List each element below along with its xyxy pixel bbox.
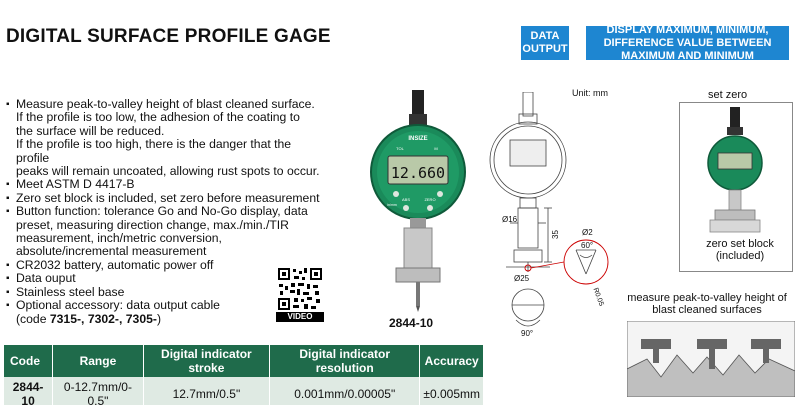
accessory-codes: 7315-, 7302-, 7305- (49, 311, 157, 326)
header-stroke: Digital indicator stroke (143, 345, 271, 377)
feature-item: Meet ASTM D 4417-B (6, 177, 326, 193)
base-diameter-dim: Ø25 (514, 274, 530, 283)
technical-drawing: Ø16 35 Ø25 Ø2 60° R0.05 90° (489, 92, 609, 338)
abs-button-label: ABS (402, 197, 410, 202)
set-zero-title: set zero (708, 89, 748, 101)
feature-item: Data ouput (6, 271, 326, 286)
feature-line: the surface will be reduced. (16, 123, 165, 138)
brand-logo: INSIZE (408, 136, 427, 142)
display-reading: 12.660 (391, 164, 445, 182)
feature-line: If the profile is too high, there is the… (16, 137, 292, 165)
header-code: Code (4, 345, 54, 377)
feature-line: peaks will remain uncoated, allowing rus… (16, 164, 320, 179)
feature-line: preset, measuring direction change, max.… (16, 217, 289, 232)
tip-angle-dim: 60° (581, 241, 593, 250)
feature-line: If the profile is too low, the adhesion … (16, 110, 300, 125)
feature-line: CR2032 battery, automatic power off (16, 257, 214, 272)
model-label: 2844-10 (389, 316, 434, 330)
product-photo: INSIZE TOL M 12.660 ABS ZERO in/mm (370, 90, 466, 312)
feature-line: Measure peak-to-valley height of blast c… (16, 97, 315, 111)
measure-caption: measure peak-to-valley height of blast c… (627, 292, 787, 316)
feature-line: Button function: tolerance Go and No-Go … (16, 204, 308, 219)
cell-stroke: 12.7mm/0.5" (143, 377, 271, 405)
cell-range: 0-12.7mm/0-0.5" (52, 377, 144, 405)
page-title: DIGITAL SURFACE PROFILE GAGE (6, 26, 331, 47)
cell-code: 2844-10 (4, 377, 54, 405)
feature-list: Measure peak-to-valley height of blast c… (6, 97, 326, 326)
accessory-codes-line: (code 7315-, 7302-, 7305-) (16, 311, 326, 326)
accessory-codes-suffix: ) (156, 311, 161, 326)
measure-diagram (627, 321, 795, 397)
shaft-diameter-dim: Ø16 (502, 215, 518, 224)
feature-item: Button function: tolerance Go and No-Go … (6, 204, 326, 259)
feature-line: Zero set block is included, set zero bef… (16, 190, 320, 205)
feature-item: Zero set block is included, set zero bef… (6, 190, 326, 206)
feature-item: Measure peak-to-valley height of blast c… (6, 97, 326, 179)
qr-code-icon (276, 266, 324, 312)
feature-line: Data ouput (16, 271, 76, 286)
feature-line: absolute/incremental measurement (16, 244, 207, 259)
feature-line: Stainless steel base (16, 284, 125, 299)
tip-diameter-dim: Ø2 (582, 228, 593, 237)
set-zero-caption: zero set block (included) (706, 238, 774, 262)
video-label: VIDEO (276, 312, 324, 322)
base-angle-dim: 90° (521, 329, 533, 338)
video-qr-code[interactable]: VIDEO (276, 266, 324, 322)
cell-resolution: 0.001mm/0.00005" (269, 377, 421, 405)
cell-accuracy: ±0.005mm (419, 377, 484, 405)
feature-item: Optional accessory: data output cable (c… (6, 298, 326, 326)
m-button-label: M (434, 146, 437, 151)
header-resolution: Digital indicator resolution (269, 345, 421, 377)
feature-line: measurement, inch/metric conversion, (16, 231, 222, 246)
feature-line: Optional accessory: data output cable (16, 298, 220, 313)
table-header-row: Code Range Digital indicator stroke Digi… (4, 345, 484, 377)
set-zero-panel (679, 102, 793, 272)
feature-line: Meet ASTM D 4417-B (16, 177, 135, 192)
height-dim: 35 (551, 230, 560, 239)
zero-button-label: ZERO (424, 197, 435, 202)
tip-radius-dim: R0.05 (592, 287, 605, 307)
unit-label: Unit: mm (572, 88, 608, 98)
accessory-codes-prefix: (code (16, 311, 50, 326)
display-max-min-badge: DISPLAY MAXIMUM, MINIMUM, DIFFERENCE VAL… (586, 24, 789, 62)
feature-item: CR2032 battery, automatic power off (6, 257, 326, 273)
spec-table: Code Range Digital indicator stroke Digi… (4, 345, 484, 405)
set-zero-illustration (707, 107, 763, 233)
header-accuracy: Accuracy (419, 345, 484, 377)
inmm-button-label: in/mm (387, 203, 397, 207)
feature-item: Stainless steel base (6, 284, 326, 300)
table-row: 2844-10 0-12.7mm/0-0.5" 12.7mm/0.5" 0.00… (4, 377, 484, 405)
header-range: Range (52, 345, 144, 377)
data-output-badge: DATA OUTPUT (521, 26, 569, 60)
tol-button-label: TOL (396, 146, 404, 151)
